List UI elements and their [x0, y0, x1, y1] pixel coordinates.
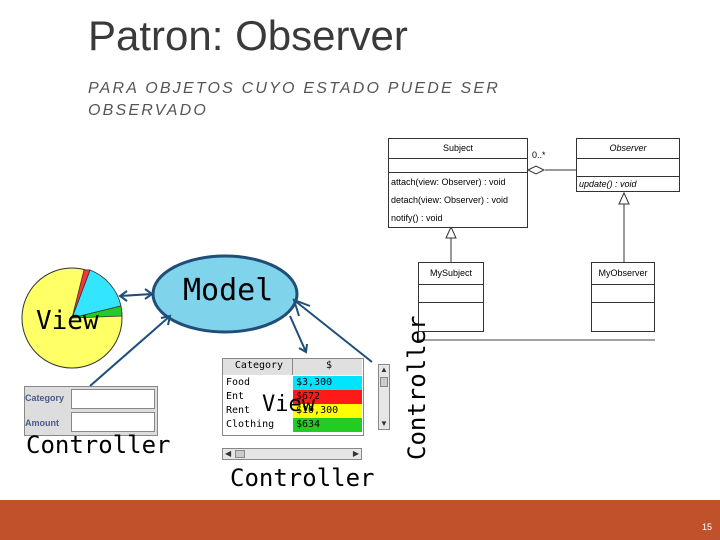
- table-cell-amount: $672: [293, 390, 362, 404]
- slide-title: Patron: Observer: [88, 12, 408, 59]
- vertical-scrollbar[interactable]: ▲ ▼: [378, 364, 390, 430]
- uml-subject-method: attach(view: Observer) : void: [391, 177, 506, 187]
- slide-subtitle: PARA OBJETOS CUYO ESTADO PUEDE SER OBSER…: [88, 80, 501, 119]
- mvc-arrows: [89, 288, 373, 387]
- table-cell-category: Food: [223, 376, 293, 390]
- uml-observer-method: update() : void: [579, 179, 637, 189]
- view-label-pie: View: [36, 306, 99, 336]
- horizontal-scrollbar[interactable]: ◀ ▶: [222, 448, 362, 460]
- uml-subject-name: Subject: [389, 139, 527, 159]
- table-cell-category: Rent: [223, 404, 293, 418]
- uml-class-mysubject: MySubject: [418, 262, 484, 332]
- uml-class-myobserver: MyObserver: [591, 262, 655, 332]
- category-field[interactable]: [71, 389, 155, 409]
- uml-mysubject-name: MySubject: [419, 263, 483, 285]
- table-cell-category: Clothing: [223, 418, 293, 432]
- uml-subject-method: notify() : void: [391, 213, 443, 223]
- category-form: Category Amount: [24, 386, 158, 436]
- uml-class-subject: Subject attach(view: Observer) : void de…: [388, 138, 528, 228]
- table-cell-amount: $10,300: [293, 404, 362, 418]
- uml-subject-method: detach(view: Observer) : void: [391, 195, 509, 205]
- pie-chart: [21, 267, 123, 369]
- model-label: Model: [183, 273, 274, 308]
- table-header-amount: $: [293, 359, 362, 375]
- slide-number: 15: [701, 522, 712, 532]
- expense-table: Category $ Food $3,300 Ent $672 Rent $10…: [222, 358, 364, 436]
- uml-connectors: [418, 165, 655, 341]
- controller-label-form: Controller: [26, 431, 171, 459]
- table-cell-amount: $3,300: [293, 376, 362, 390]
- uml-multiplicity: 0..*: [532, 150, 546, 160]
- scroll-left-icon[interactable]: ◀: [225, 449, 232, 458]
- scroll-thumb[interactable]: [235, 450, 245, 458]
- table-cell-amount: $634: [293, 418, 362, 432]
- mvc-illustration: [21, 254, 373, 387]
- table-header-category: Category: [223, 359, 293, 375]
- uml-observer-name: Observer: [577, 139, 679, 159]
- controller-label-vertical: Controller: [403, 315, 431, 461]
- footer-bar: [0, 500, 720, 540]
- scroll-right-icon[interactable]: ▶: [352, 449, 359, 458]
- table-cell-category: Ent: [223, 390, 293, 404]
- uml-class-observer: Observer update() : void: [576, 138, 680, 192]
- inheritance-arrow-subject: [445, 225, 457, 239]
- amount-field[interactable]: [71, 412, 155, 432]
- form-label-amount: Amount: [25, 418, 59, 428]
- scroll-thumb[interactable]: [380, 377, 388, 387]
- form-label-category: Category: [25, 393, 65, 403]
- view-label-table: View: [262, 392, 315, 417]
- uml-myobserver-name: MyObserver: [592, 263, 654, 285]
- scroll-down-icon[interactable]: ▼: [380, 419, 388, 428]
- inheritance-arrow-observer: [618, 191, 630, 205]
- scroll-up-icon[interactable]: ▲: [380, 365, 388, 374]
- aggregation-diamond: [526, 165, 546, 175]
- controller-label-table: Controller: [230, 464, 375, 492]
